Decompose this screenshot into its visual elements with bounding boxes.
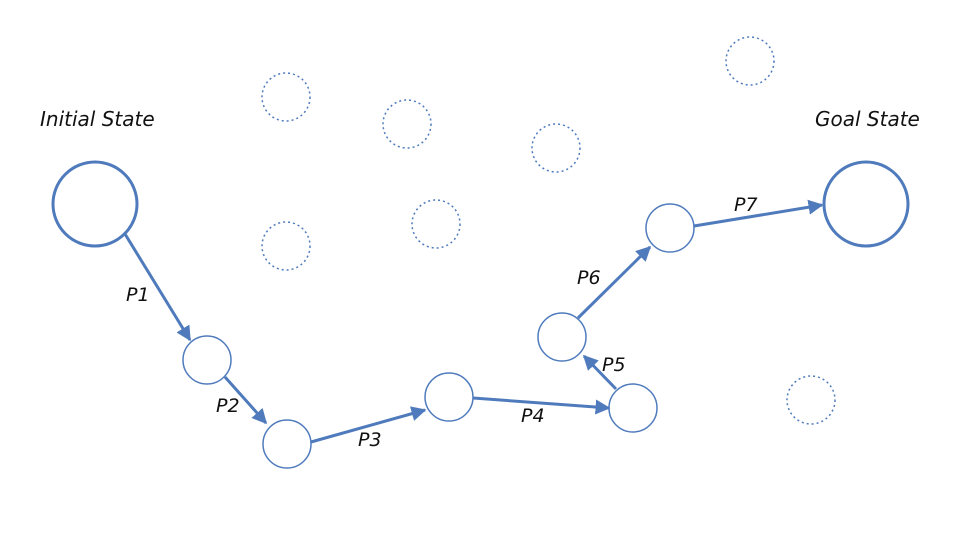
path-label-p3: P3 [358, 429, 382, 451]
path-state-node [424, 372, 474, 422]
path-state-node [182, 335, 232, 385]
path-state-node [645, 203, 695, 253]
unexplored-state-node [786, 375, 836, 425]
path-label-p6: P6 [577, 267, 601, 289]
path-state-node [537, 312, 587, 362]
path-label-p5: P5 [602, 354, 626, 376]
path-edge-p5 [582, 354, 618, 391]
unexplored-state-node [725, 36, 775, 86]
initial-state-label: Initial State [40, 107, 155, 131]
path-edge-p1 [123, 233, 192, 342]
path-label-p1: P1 [126, 284, 150, 306]
path-edge-p6 [576, 245, 652, 320]
goal-state-node [822, 160, 910, 248]
unexplored-state-node [261, 221, 311, 271]
unexplored-state-node [531, 123, 581, 173]
path-label-p4: P4 [521, 405, 545, 427]
path-edge-p2 [223, 376, 268, 425]
goal-state-label: Goal State [815, 107, 920, 131]
path-edge-p4 [472, 396, 611, 415]
unexplored-state-node [261, 72, 311, 122]
path-state-node [608, 383, 658, 433]
unexplored-state-node [382, 99, 432, 149]
path-edge-p3 [310, 406, 427, 444]
path-state-node [262, 419, 312, 469]
initial-state-node [51, 160, 139, 248]
path-label-p7: P7 [734, 194, 758, 216]
unexplored-state-node [411, 199, 461, 249]
path-label-p2: P2 [216, 395, 240, 417]
path-edge-p7 [693, 199, 824, 228]
